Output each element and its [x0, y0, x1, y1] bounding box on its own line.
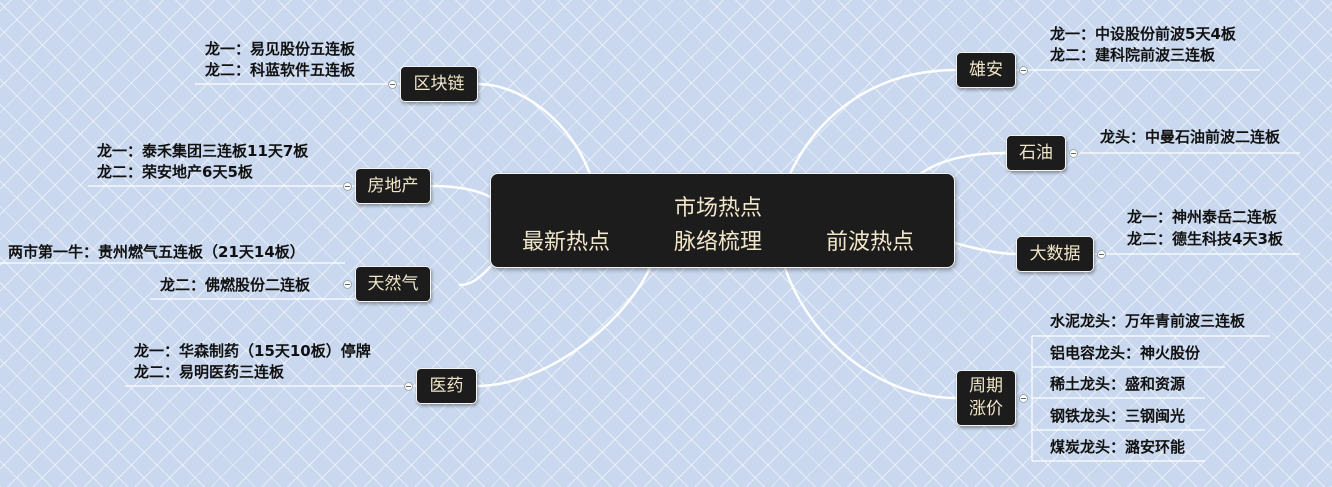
topic-label: 大数据: [1029, 243, 1081, 264]
subtopic-text[interactable]: 龙二：荣安地产6天5板: [97, 163, 253, 181]
topic-blockchain[interactable]: 区块链: [400, 66, 478, 102]
subtopic-text[interactable]: 龙二：德生科技4天3板: [1127, 230, 1283, 248]
subtopic-text[interactable]: 龙一：易见股份五连板: [205, 40, 356, 58]
subtopic-text[interactable]: 钢铁龙头：三钢闽光: [1050, 407, 1186, 425]
subtopic-text[interactable]: 龙头：中曼石油前波二连板: [1100, 128, 1281, 146]
topic-big-data[interactable]: 大数据: [1016, 236, 1094, 272]
collapse-toggle-icon[interactable]: [1097, 250, 1106, 259]
central-topic[interactable]: 市场热点 脉络梳理 最新热点 前波热点: [490, 173, 955, 268]
subtopic-text[interactable]: 龙一：中设股份前波5天4板: [1050, 25, 1236, 43]
collapse-toggle-icon[interactable]: [343, 280, 352, 289]
topic-label: 雄安: [969, 59, 1003, 80]
subtopic-text[interactable]: 龙二：科蓝软件五连板: [205, 61, 356, 79]
collapse-toggle-icon[interactable]: [1069, 149, 1078, 158]
topic-label: 医药: [429, 375, 464, 396]
collapse-toggle-icon[interactable]: [388, 80, 397, 89]
subtopic-text[interactable]: 水泥龙头：万年青前波三连板: [1050, 312, 1246, 330]
collapse-toggle-icon[interactable]: [404, 382, 413, 391]
link-blockchain: [476, 82, 592, 176]
subtopic-text[interactable]: 稀土龙头：盛和资源: [1050, 375, 1186, 393]
subtopic-text[interactable]: 铝电容龙头：神火股份: [1050, 344, 1201, 362]
topic-natural-gas[interactable]: 天然气: [355, 266, 431, 302]
center-right-label: 前波热点: [826, 230, 915, 255]
subtopic-text[interactable]: 龙二：佛燃股份二连板: [160, 276, 311, 294]
subtopic-text[interactable]: 两市第一牛：贵州燃气五连板（21天14板）: [8, 243, 305, 261]
topic-label: 区块链: [413, 73, 465, 94]
topic-xiongan[interactable]: 雄安: [956, 52, 1016, 88]
subtopic-text[interactable]: 龙一：华森制药（15天10板）停牌: [134, 342, 371, 360]
collapse-toggle-icon[interactable]: [343, 182, 352, 191]
link-medicine: [475, 266, 652, 388]
collapse-toggle-icon[interactable]: [1019, 394, 1028, 403]
center-title-line2: 脉络梳理: [674, 230, 763, 255]
link-gas: [458, 263, 494, 287]
topic-real-estate[interactable]: 房地产: [355, 168, 431, 204]
subtopic-text[interactable]: 龙二：建科院前波三连板: [1050, 46, 1216, 64]
subtopic-text[interactable]: 龙一：神州泰岳二连板: [1127, 208, 1278, 226]
topic-label: 房地产: [367, 175, 419, 196]
subtopic-text[interactable]: 煤炭龙头：潞安环能: [1050, 438, 1186, 456]
topic-label: 周期 涨价: [969, 376, 1003, 419]
link-oil: [918, 151, 1008, 176]
center-left-label: 最新热点: [522, 230, 611, 255]
topic-label: 天然气: [367, 273, 419, 294]
link-realestate: [429, 184, 494, 200]
link-cycle: [783, 266, 958, 400]
subtopic-text[interactable]: 龙一：泰禾集团三连板11天7板: [97, 142, 309, 160]
collapse-toggle-icon[interactable]: [1019, 66, 1028, 75]
topic-oil[interactable]: 石油: [1006, 135, 1066, 171]
link-bigdata: [953, 241, 1018, 256]
topic-cyclical-price-rise[interactable]: 周期 涨价: [956, 370, 1016, 426]
topic-label: 石油: [1019, 142, 1053, 163]
link-xiongan: [788, 68, 958, 176]
topic-medicine[interactable]: 医药: [416, 368, 477, 404]
center-title-line1: 市场热点: [674, 196, 763, 221]
subtopic-text[interactable]: 龙二：易明医药三连板: [134, 363, 285, 381]
